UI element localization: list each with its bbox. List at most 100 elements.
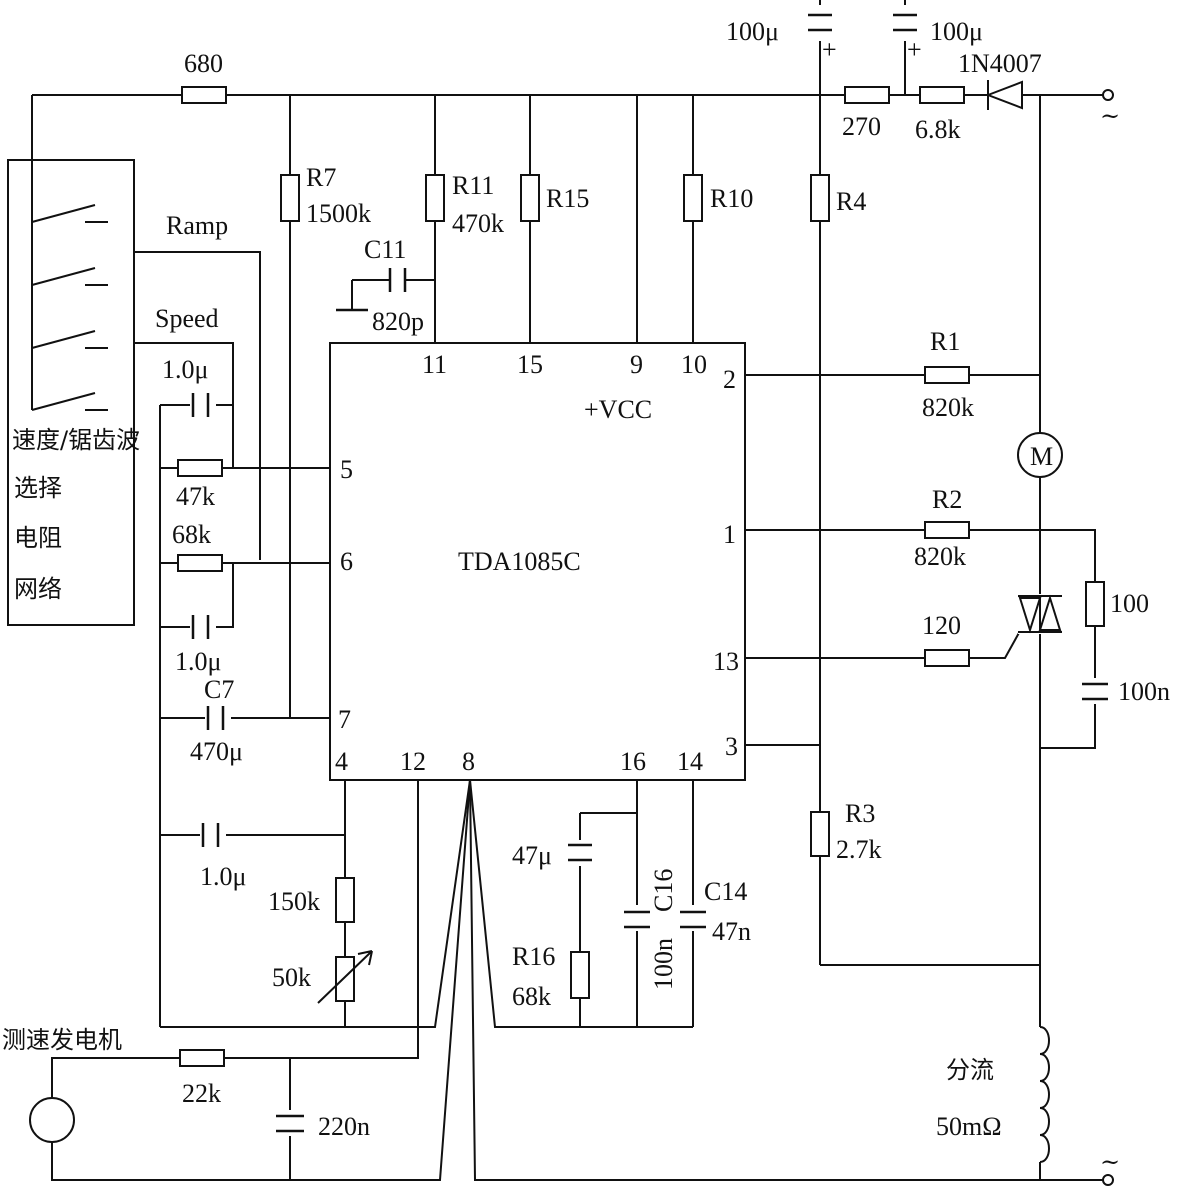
label-plus-right: + xyxy=(907,35,922,64)
label-100: 100 xyxy=(1110,589,1149,618)
label-1u-pin6: 1.0μ xyxy=(175,647,221,676)
label-c7-ref: C7 xyxy=(204,675,234,704)
resistors xyxy=(177,86,1105,1067)
label-select-line-1: 速度/锯齿波 xyxy=(12,426,140,454)
resistor-r16 xyxy=(570,951,590,999)
network-labels: Ramp Speed 速度/锯齿波 选择 电阻 网络 xyxy=(12,211,228,603)
label-diode: 1N4007 xyxy=(958,49,1042,78)
pin-15: 15 xyxy=(517,350,543,379)
resistor-150k xyxy=(335,877,355,923)
capacitor-100u-left xyxy=(808,13,832,32)
resistor-r11 xyxy=(425,174,445,222)
label-150k: 150k xyxy=(268,887,320,916)
pin-3: 3 xyxy=(725,732,738,761)
resistor-r10 xyxy=(683,174,703,222)
capacitor-c11 xyxy=(388,268,407,292)
label-select-line-4: 网络 xyxy=(14,575,62,603)
label-shunt: 分流 xyxy=(946,1056,994,1084)
resistor-r3 xyxy=(810,811,830,857)
label-select-line-2: 选择 xyxy=(14,474,62,502)
label-r2-ref: R2 xyxy=(932,485,962,514)
capacitor-100n-snubber xyxy=(1082,682,1108,701)
label-select-line-3: 电阻 xyxy=(14,524,62,552)
ac-terminal-bottom xyxy=(1102,1174,1114,1186)
resistor-120 xyxy=(924,649,970,667)
label-ramp: Ramp xyxy=(166,211,228,240)
label-50k: 50k xyxy=(272,963,311,992)
capacitor-220n xyxy=(276,1114,304,1133)
pin-13: 13 xyxy=(713,647,739,676)
label-1u-pin5: 1.0μ xyxy=(162,355,208,384)
label-680: 680 xyxy=(184,49,223,78)
label-68k: 68k xyxy=(172,520,211,549)
component-labels: 680 R7 1500k R11 470k R15 R10 R4 C11 820… xyxy=(2,17,1170,1141)
capacitor-c7 xyxy=(206,706,225,730)
pin-8: 8 xyxy=(462,747,475,776)
capacitor-1u-pin6 xyxy=(191,615,210,639)
capacitor-1u-pin4 xyxy=(201,823,220,847)
label-120: 120 xyxy=(922,611,961,640)
ac-terminal-top xyxy=(1102,89,1114,101)
label-r10-ref: R10 xyxy=(710,184,753,213)
label-plus-left: + xyxy=(822,35,837,64)
label-r7-val: 1500k xyxy=(306,199,371,228)
motor-symbol xyxy=(1017,432,1063,478)
pin-6: 6 xyxy=(340,547,353,576)
label-r11-val: 470k xyxy=(452,209,504,238)
pot-arrow-icon xyxy=(317,950,373,1004)
label-47u: 47μ xyxy=(512,841,552,870)
label-r11-ref: R11 xyxy=(452,171,494,200)
resistor-270 xyxy=(844,86,890,104)
shunt-coil-icon xyxy=(1030,1026,1052,1163)
capacitors xyxy=(190,5,1109,1136)
pin-10: 10 xyxy=(681,350,707,379)
diode-1n4007 xyxy=(985,80,1023,110)
wires xyxy=(31,0,1105,1181)
pin-7: 7 xyxy=(338,705,351,734)
pin-4: 4 xyxy=(335,747,348,776)
label-r7-ref: R7 xyxy=(306,163,336,192)
ic-body xyxy=(329,342,746,781)
resistor-r1 xyxy=(924,366,970,384)
pin-labels: 11 15 9 10 2 5 6 1 13 7 3 4 12 8 16 14 xyxy=(335,350,739,776)
label-c16-ref: C16 xyxy=(649,869,678,912)
label-270: 270 xyxy=(842,112,881,141)
label-c11-ref: C11 xyxy=(364,235,406,264)
pin-11: 11 xyxy=(422,350,447,379)
label-c16-val: 100n xyxy=(649,938,678,990)
label-c7-val: 470μ xyxy=(190,737,243,766)
speed-ramp-select-network-box xyxy=(7,159,135,626)
label-cap-100u-right: 100μ xyxy=(930,17,983,46)
label-c14-val: 47n xyxy=(712,917,751,946)
label-shunt-val: 50mΩ xyxy=(936,1112,1002,1141)
ac-symbol-top: ~ xyxy=(1100,102,1120,130)
pin-12: 12 xyxy=(400,747,426,776)
label-r3-val: 2.7k xyxy=(836,835,882,864)
label-tacho-generator: 测速发电机 xyxy=(2,1026,122,1054)
label-22k: 22k xyxy=(182,1079,221,1108)
pin-9: 9 xyxy=(630,350,643,379)
capacitor-c16 xyxy=(624,910,650,929)
triac-icon xyxy=(1018,594,1062,634)
resistor-47k xyxy=(177,459,223,477)
pin-1: 1 xyxy=(723,520,736,549)
label-r3-ref: R3 xyxy=(845,799,875,828)
capacitor-1u-pin5 xyxy=(191,393,210,417)
label-r4-ref: R4 xyxy=(836,187,866,216)
ic-name: TDA1085C xyxy=(458,547,581,576)
ic-supply-label: +VCC xyxy=(584,395,652,424)
resistor-r7 xyxy=(280,174,300,222)
pin-16: 16 xyxy=(620,747,646,776)
label-motor: M xyxy=(1030,442,1053,471)
label-100n-snubber: 100n xyxy=(1118,677,1170,706)
capacitor-47u xyxy=(568,843,592,862)
label-c11-val: 820p xyxy=(372,307,424,336)
label-c14-ref: C14 xyxy=(704,877,747,906)
label-1u-pin4: 1.0μ xyxy=(200,862,246,891)
capacitor-c14 xyxy=(680,910,706,929)
resistor-r4 xyxy=(810,174,830,222)
label-r16-val: 68k xyxy=(512,982,551,1011)
tacho-generator-symbol xyxy=(29,1097,75,1143)
label-220n: 220n xyxy=(318,1112,370,1141)
